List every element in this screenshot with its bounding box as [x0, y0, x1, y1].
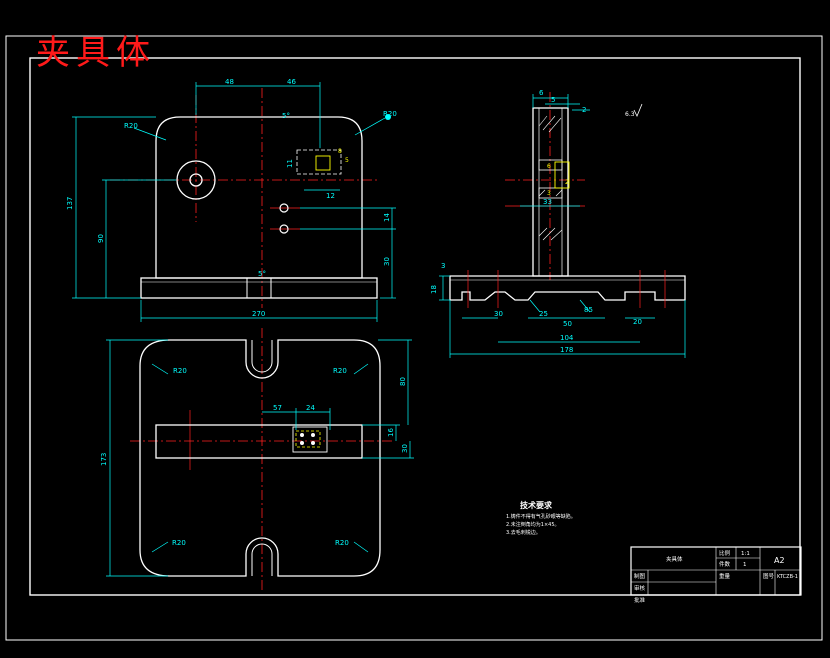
top-dim-r20-tl: R20	[173, 367, 187, 375]
side-dim-top-6: 6	[539, 89, 544, 97]
front-bore-outer	[176, 160, 216, 200]
tb-drawing-no: KTCZB-1	[777, 574, 798, 580]
front-base	[140, 277, 378, 299]
top-dim-r20-bl: R20	[172, 539, 186, 547]
side-dim-top-2: 2	[582, 106, 586, 114]
tb-designer-label: 制图	[634, 572, 646, 580]
front-dim-hole-11: 11	[286, 159, 294, 168]
top-dim-80: 80	[399, 377, 407, 386]
front-dim-h14: 14	[383, 213, 391, 222]
tb-checker-label: 审核	[634, 584, 646, 592]
notes-line-2: 2.未注倒角均为1×45。	[506, 521, 560, 528]
tb-approver-label: 批准	[634, 596, 646, 604]
tb-drawing-no-label: 图号	[763, 572, 775, 580]
tb-scale-value: 1:1	[741, 551, 750, 557]
title-block: 夹具体 比例 1:1 件数 1 重量 图号 KTCZB-1 制图 审核 批准 A…	[630, 546, 802, 604]
side-dim-base-3: 3	[441, 262, 445, 270]
side-dim-d3: 3	[547, 190, 551, 197]
tb-sheet-size: A2	[774, 556, 785, 565]
roughness-value: 6.3	[625, 111, 635, 118]
front-dim-48: 48	[225, 78, 234, 86]
front-view	[72, 82, 396, 322]
side-dim-w30: 30	[494, 310, 503, 318]
side-dim-base-h: 18	[430, 285, 438, 294]
front-dim-height-bore: 90	[97, 234, 105, 243]
tb-part-name: 夹具体	[666, 555, 683, 563]
top-plate-outline	[139, 339, 381, 577]
top-dim-173: 173	[100, 453, 108, 466]
tb-qty-value: 1	[743, 562, 747, 568]
side-dim-w104: 104	[560, 334, 574, 342]
top-slot	[155, 424, 363, 459]
front-dim-height-total: 137	[66, 197, 74, 210]
notes-line-3: 3.去毛刺锐边。	[506, 529, 541, 536]
top-view	[106, 328, 414, 590]
side-view	[439, 92, 686, 358]
surface-roughness-symbol: 6.3	[625, 103, 643, 118]
top-dim-24: 24	[306, 404, 315, 412]
side-dim-d6: 6	[547, 163, 551, 170]
side-dim-w50: 50	[563, 320, 572, 328]
top-dim-57: 57	[273, 404, 282, 412]
technical-notes: 技术要求 1.铸件不得有气孔砂眼等缺陷。 2.未注倒角均为1×45。 3.去毛刺…	[506, 500, 576, 536]
front-dim-angle-base: 5°	[258, 270, 266, 278]
drawing-title: 夹具体	[36, 33, 156, 73]
side-dim-w85: 85	[584, 306, 593, 314]
side-dim-top-5: 5	[551, 96, 555, 104]
notes-line-1: 1.铸件不得有气孔砂眼等缺陷。	[506, 513, 576, 520]
top-dim-16: 16	[387, 428, 395, 437]
side-dim-w20: 20	[633, 318, 642, 326]
side-dim-w178: 178	[560, 346, 573, 354]
front-dim-hole-8: 8	[338, 148, 342, 155]
front-bore-inner	[189, 173, 203, 187]
side-base-outline	[449, 275, 686, 301]
inner-border	[29, 57, 801, 596]
front-dim-h30: 30	[383, 257, 391, 266]
tb-scale-label: 比例	[719, 549, 731, 557]
top-dim-30: 30	[401, 444, 409, 453]
front-dim-46: 46	[287, 78, 296, 86]
top-dim-r20-tr: R20	[333, 367, 347, 375]
front-dim-r20-right: R20	[383, 110, 397, 118]
outer-border	[5, 35, 823, 641]
tb-weight-label: 重量	[719, 572, 731, 580]
front-dim-angle: 5°	[282, 112, 290, 120]
top-dim-r20-br: R20	[335, 539, 349, 547]
side-dim-d2: 2	[565, 179, 569, 186]
front-dim-r20-left: R20	[124, 122, 138, 130]
notes-heading: 技术要求	[520, 500, 553, 510]
front-dim-hole-5: 5	[345, 157, 349, 164]
front-dim-width-total: 270	[252, 310, 265, 318]
side-dim-d33: 33	[543, 198, 552, 206]
side-dim-w25: 25	[539, 310, 548, 318]
front-dim-hole-12: 12	[326, 192, 335, 200]
tb-qty-label: 件数	[719, 560, 731, 568]
